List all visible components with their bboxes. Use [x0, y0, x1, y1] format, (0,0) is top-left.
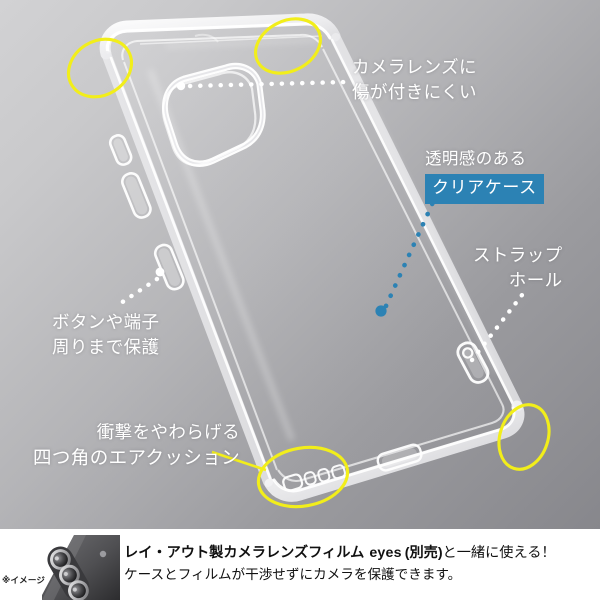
bottom-ports [282, 443, 423, 492]
banner-subline: ケースとフィルムが干渉せずにカメラを保護できます。 [124, 566, 462, 582]
callout-clear-case-line1: 透明感のある [425, 150, 527, 168]
specular-highlights [147, 38, 501, 442]
case-body [106, 19, 519, 497]
camera-module-thumbnail [42, 535, 120, 600]
banner-image-caption: ※イメージ [2, 575, 46, 585]
callout-air-cushion-line1: 衝撃をやわらげる [96, 422, 240, 442]
banner-headline-suffix: と一緒に使える！ [442, 544, 556, 561]
highlight-top-left [67, 37, 133, 99]
callout-button-port-line2: 周りまで保護 [52, 336, 160, 357]
side-buttons [108, 134, 185, 291]
leader-strap-hole [469, 292, 525, 363]
callout-camera-lens: カメラレンズに 傷が付きにくい [352, 55, 477, 105]
hero-area: カメラレンズに 傷が付きにくい 透明感のある クリアケース ストラップ ホール … [0, 0, 600, 529]
leader-button-port [118, 267, 165, 306]
leader-air-cushion [211, 450, 267, 472]
callout-air-cushion-line2: 四つ角のエアクッション [33, 446, 240, 468]
callout-camera-lens-line1: カメラレンズに [352, 57, 477, 77]
highlight-top-right [254, 17, 322, 75]
case-top-strip [139, 33, 323, 45]
highlight-bottom-right [497, 403, 551, 471]
callout-clear-case: 透明感のある クリアケース [425, 148, 544, 204]
callout-strap-hole-line2: ホール [508, 269, 563, 290]
callout-button-port-line1: ボタンや端子 [52, 312, 160, 332]
case-illustration [67, 13, 551, 509]
highlight-bottom-left [256, 445, 350, 509]
callout-clear-case-chip: クリアケース [425, 174, 544, 204]
highlight-ellipses [67, 17, 551, 509]
callout-strap-hole: ストラップ ホール [473, 243, 563, 293]
strap-hole [456, 341, 490, 384]
callout-button-port: ボタンや端子 周りまで保護 [52, 310, 159, 360]
leader-clear-case [375, 197, 437, 317]
callout-strap-hole-line1: ストラップ [473, 245, 563, 265]
leader-camera-lens [176, 79, 349, 91]
callout-camera-lens-line2: 傷が付きにくい [352, 81, 477, 102]
banner-headline-paren: (別売) [404, 544, 443, 561]
banner-thumbnail-wrap: ※イメージ [0, 529, 120, 600]
callout-air-cushion: 衝撃をやわらげる 四つ角のエアクッション [33, 420, 240, 471]
banner-product-name: eyes [369, 544, 402, 561]
banner-headline-prefix: レイ・アウト製カメラレンズフィルム [124, 544, 365, 561]
